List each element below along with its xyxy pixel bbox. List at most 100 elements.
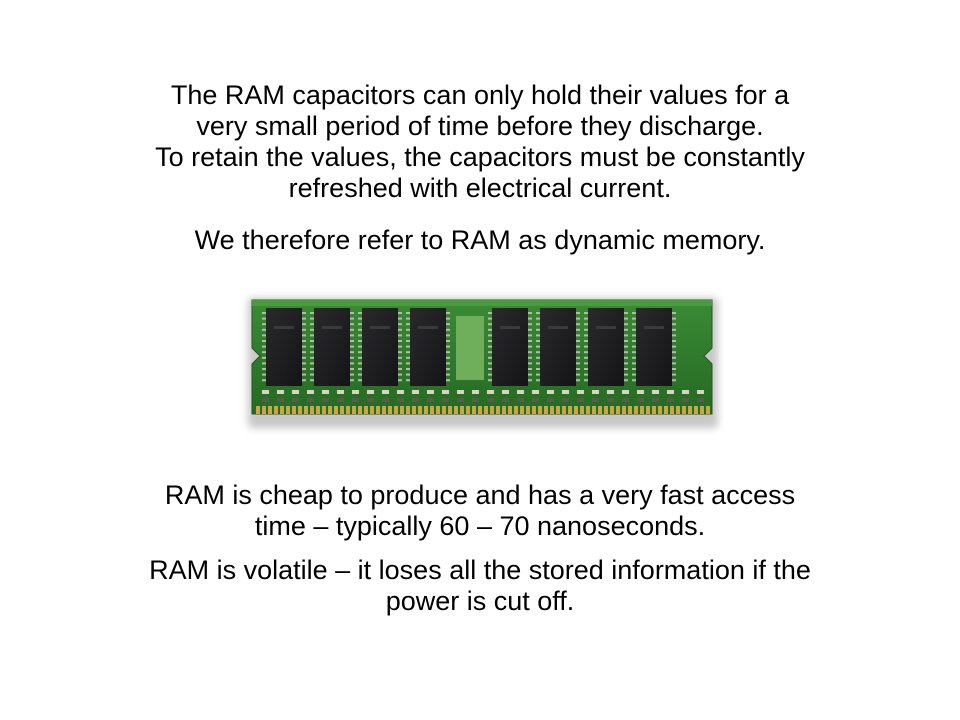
smd-component [472, 398, 479, 402]
cost-speed-paragraph: RAM is cheap to produce and has a very f… [60, 480, 900, 542]
gold-contact [652, 406, 656, 414]
smd-component [322, 398, 329, 402]
gold-contact [394, 406, 398, 414]
intro-paragraph: The RAM capacitors can only hold their v… [60, 80, 900, 204]
gold-contact [364, 406, 368, 414]
smd-component [277, 398, 284, 402]
volatile-line-2: power is cut off. [385, 586, 575, 616]
smd-component [412, 398, 419, 402]
smd-component [652, 390, 659, 394]
smd-component [607, 390, 614, 394]
gold-contact [640, 406, 644, 414]
intro-line-2: very small period of time before they di… [196, 111, 764, 141]
dynamic-memory-term: dynamic memory. [554, 225, 766, 255]
smd-component [457, 390, 464, 394]
gold-contact [526, 406, 530, 414]
gold-contact [346, 406, 350, 414]
gold-contact [466, 406, 470, 414]
smd-component [352, 390, 359, 394]
smd-component [547, 390, 554, 394]
gold-contact [496, 406, 500, 414]
gold-contact [574, 406, 578, 414]
dynamic-memory-paragraph: We therefore refer to RAM as dynamic mem… [60, 225, 900, 256]
memory-chip [410, 308, 446, 386]
gold-contact [622, 406, 626, 414]
gold-contact [376, 406, 380, 414]
gold-contact [298, 406, 302, 414]
gold-contact [658, 406, 662, 414]
gold-contact [598, 406, 602, 414]
smd-component [367, 398, 374, 402]
smd-component [427, 398, 434, 402]
smd-component [292, 390, 299, 394]
gold-contact [664, 406, 668, 414]
smd-component [262, 398, 269, 402]
center-trace-area [456, 316, 484, 380]
gold-contact [604, 406, 608, 414]
gold-contact [502, 406, 506, 414]
smd-component [277, 390, 284, 394]
gold-contact [340, 406, 344, 414]
cost-speed-line-1: RAM is cheap to produce and has a very f… [164, 480, 796, 510]
gold-contact [406, 406, 410, 414]
gold-contact [424, 406, 428, 414]
smd-component [667, 390, 674, 394]
smd-component [382, 398, 389, 402]
smd-component [382, 390, 389, 394]
gold-contact [454, 406, 458, 414]
gold-contact [538, 406, 542, 414]
smd-component [307, 390, 314, 394]
gold-contact [508, 406, 512, 414]
smd-component [517, 398, 524, 402]
dynamic-memory-prefix: We therefore refer to RAM as [194, 225, 555, 255]
chip-marking [274, 326, 294, 329]
gold-contact [358, 406, 362, 414]
smd-component [307, 398, 314, 402]
gold-contact [610, 406, 614, 414]
smd-component [592, 398, 599, 402]
chip-marking [596, 326, 616, 329]
gold-contact [400, 406, 404, 414]
gold-contact [460, 406, 464, 414]
smd-component [292, 398, 299, 402]
chip-marking [322, 326, 342, 329]
smd-component [322, 390, 329, 394]
gold-contact [280, 406, 284, 414]
ram-module-icon [248, 298, 718, 428]
gold-contact [706, 406, 710, 414]
gold-contact [670, 406, 674, 414]
smd-component [682, 390, 689, 394]
gold-contact [700, 406, 704, 414]
chip-marking [644, 326, 664, 329]
gold-contact [334, 406, 338, 414]
smd-component [442, 398, 449, 402]
gold-contact [262, 406, 266, 414]
smd-component [502, 390, 509, 394]
gold-contact [448, 406, 452, 414]
smd-component [397, 398, 404, 402]
gold-contact [634, 406, 638, 414]
gold-contact [616, 406, 620, 414]
gold-contact [490, 406, 494, 414]
chip-marking [500, 326, 520, 329]
gold-contact [388, 406, 392, 414]
gold-contact [316, 406, 320, 414]
smd-component [352, 398, 359, 402]
gold-contact [478, 406, 482, 414]
gold-contact [544, 406, 548, 414]
memory-chip [588, 308, 624, 386]
memory-chip [492, 308, 528, 386]
gold-contact [352, 406, 356, 414]
gold-contact [532, 406, 536, 414]
smd-component [652, 398, 659, 402]
memory-chip [314, 308, 350, 386]
smd-component [472, 390, 479, 394]
gold-contact [328, 406, 332, 414]
gold-contact [292, 406, 296, 414]
smd-component [697, 398, 704, 402]
intro-line-4: refreshed with electrical current. [288, 173, 672, 203]
smd-component [562, 398, 569, 402]
gold-contact [304, 406, 308, 414]
gold-contact [286, 406, 290, 414]
smd-component [442, 390, 449, 394]
